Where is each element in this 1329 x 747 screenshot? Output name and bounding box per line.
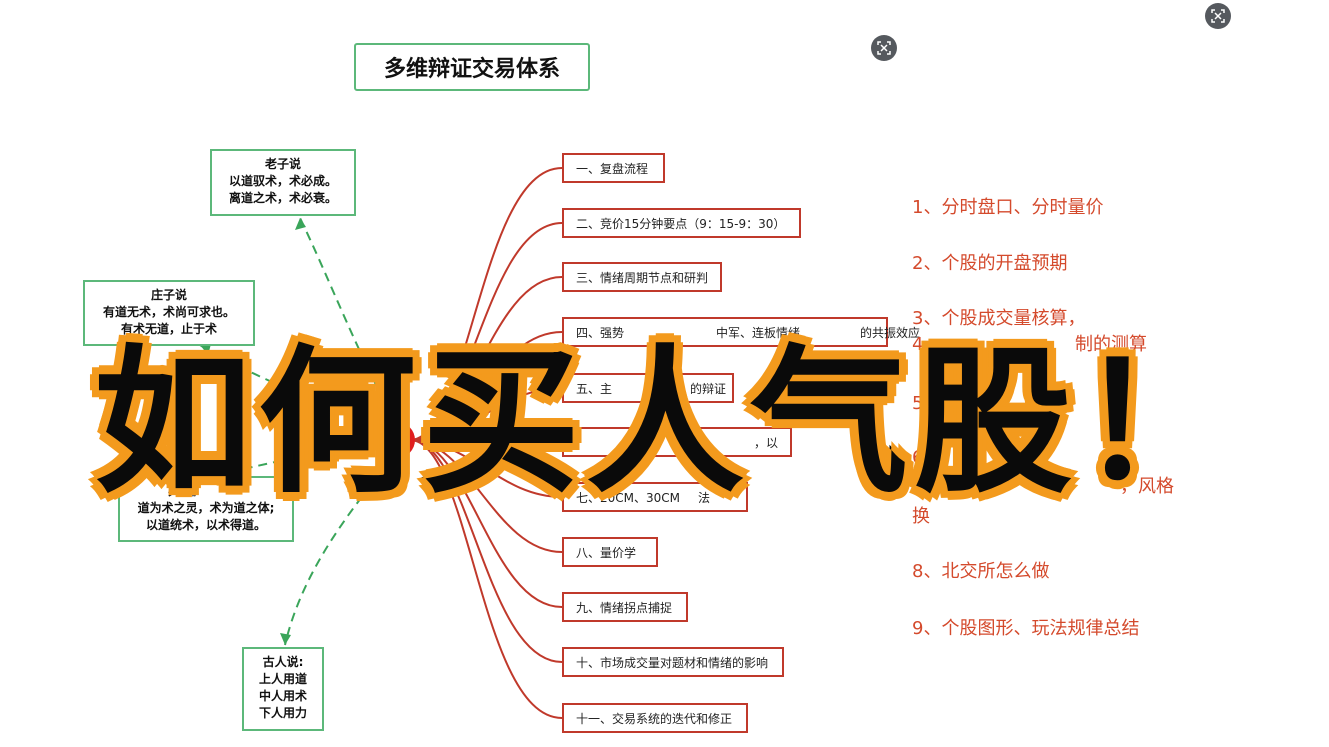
quote-line: 兵法》	[168, 484, 205, 498]
branch-link	[409, 276, 563, 441]
branch-3: 三、情绪周期节点和研判	[562, 262, 722, 292]
branch-link	[409, 387, 563, 441]
branch-fragment: 的共振效应	[860, 325, 921, 340]
quote-line: 古人说:	[262, 655, 304, 669]
quote-link	[284, 449, 401, 646]
branch-link	[409, 439, 563, 719]
fullscreen-button[interactable]	[1205, 3, 1231, 29]
branch-link	[409, 439, 563, 498]
branch-fragment: 中军、连板情绪	[716, 325, 801, 340]
branch-11: 十一、交易系统的迭代和修正	[562, 703, 748, 733]
branch-1: 一、复盘流程	[562, 153, 665, 183]
quote-line: 以道统术，以术得道。	[145, 518, 266, 532]
branch-link	[409, 439, 563, 608]
branch-label: 五、主	[576, 381, 613, 396]
branch-7: 七、20CM、30CM 法	[562, 482, 748, 512]
branch-link	[409, 439, 563, 663]
branch-link	[409, 331, 563, 441]
quote-laozi: 老子说 以道驭术，术必成。 离道之术，术必衰。	[210, 149, 356, 216]
branch-6: ，以	[562, 427, 792, 457]
branch-label: 八、量价学	[576, 545, 637, 560]
branch-label: 二、竞价15分钟要点（9：15-9：30）	[576, 216, 786, 231]
branch-4: 四、强势 中军、连板情绪 的共振效应	[562, 317, 920, 347]
quote-line: 上人用道	[258, 672, 307, 686]
list-item: 换	[912, 506, 930, 527]
list-item: 制的测算	[1075, 334, 1147, 355]
branch-label: 九、情绪拐点捕捉	[576, 600, 673, 615]
branch-fragment: 的辩证	[690, 381, 727, 396]
quote-link	[204, 439, 401, 479]
list-item: 5、	[912, 393, 942, 414]
branch-9: 九、情绪拐点捕捉	[562, 592, 688, 622]
fullscreen-icon	[1211, 9, 1225, 23]
branch-link	[409, 222, 563, 441]
quote-line: 老子说	[264, 157, 301, 171]
branch-fragment: 法	[698, 490, 711, 505]
list-item: 2、个股的开盘预期	[912, 253, 1068, 274]
quote-link	[299, 217, 401, 431]
branch-label: 一、复盘流程	[576, 161, 649, 176]
list-item: 4、	[912, 334, 942, 355]
quote-zhuangzi: 庄子说 有道无术，术尚可求也。 有术无道，止于术	[83, 280, 255, 346]
branch-8: 八、量价学	[562, 537, 658, 567]
quote-line: 中人用术	[258, 689, 307, 703]
branch-label: 四、强势	[576, 325, 625, 340]
arrow-head	[200, 344, 211, 355]
branch-2: 二、竞价15分钟要点（9：15-9：30）	[562, 208, 801, 238]
quote-bingfa: 兵法》 道为术之灵，术为道之体; 以道统术，以术得道。	[118, 476, 294, 542]
quote-guren: 古人说: 上人用道 中人用术 下人用力	[242, 647, 324, 731]
branch-fragment: ，以	[754, 435, 779, 450]
branch-link	[409, 167, 563, 441]
list-item: 1、分时盘口、分时量价	[912, 197, 1104, 218]
diagram-title: 多维辩证交易体系	[354, 43, 590, 91]
fullscreen-icon	[877, 41, 891, 55]
quote-line: 以道驭术，术必成。	[228, 174, 337, 188]
list-item: 3、个股成交量核算，	[912, 308, 1086, 329]
quote-line: 庄子说	[150, 288, 187, 302]
quote-line: 有术无道，止于术	[120, 322, 217, 336]
branch-label: 七、20CM、30CM	[576, 490, 681, 505]
branch-label: 三、情绪周期节点和研判	[576, 270, 709, 285]
list-item: ，风格	[1120, 476, 1174, 497]
quote-line: 有道无术，术尚可求也。	[102, 305, 235, 319]
quote-link	[199, 344, 401, 431]
quote-line: 下人用力	[258, 706, 307, 720]
branch-label: 十、市场成交量对题材和情绪的影响	[576, 655, 769, 670]
quote-line: 道为术之灵，术为道之体;	[137, 501, 275, 515]
list-item: 6、	[912, 447, 942, 468]
branch-label: 十一、交易系统的迭代和修正	[576, 711, 733, 726]
branch-link	[409, 439, 563, 443]
arrow-head	[295, 218, 306, 230]
branch-link	[409, 439, 563, 553]
arrow-head	[280, 633, 291, 645]
list-item: 9、个股图形、玩法规律总结	[912, 618, 1140, 639]
list-item: 8、北交所怎么做	[912, 561, 1050, 582]
branch-5: 五、主 的辩证	[562, 373, 734, 403]
central-node	[379, 422, 415, 458]
quote-line: 离道之术，术必衰。	[228, 191, 337, 205]
branch-10: 十、市场成交量对题材和情绪的影响	[562, 647, 784, 677]
fullscreen-button[interactable]	[871, 35, 897, 61]
